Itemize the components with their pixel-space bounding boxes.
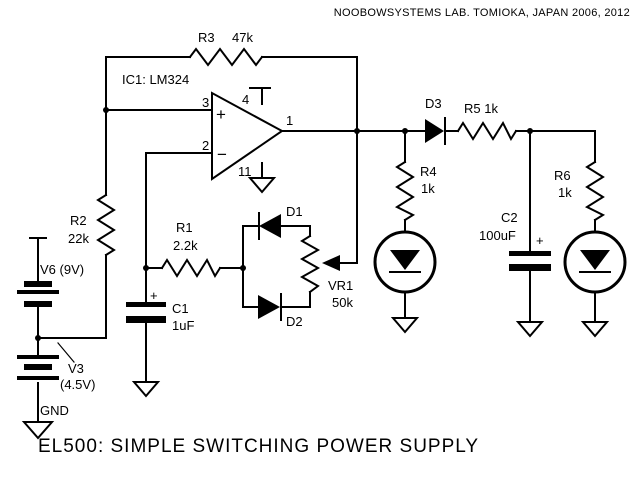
c1-polarity: + [150, 288, 158, 303]
ground-icon-c2 [515, 321, 545, 338]
c2-polarity: + [536, 233, 544, 248]
potentiometer-vr1: VR1 50k [299, 234, 358, 310]
r5-ref: R5 1k [464, 101, 498, 116]
opamp-ic1: IC1: LM324 3 2 4 11 1 + − [122, 72, 293, 181]
ground-icon-main [21, 421, 55, 440]
c2-value: 100uF [479, 228, 516, 243]
led-right [563, 230, 627, 294]
opamp-pin3: 3 [202, 95, 209, 110]
opamp-pin4: 4 [242, 92, 249, 107]
opamp-minus-sign: − [217, 145, 227, 164]
resistor-r4: R4 1k [394, 160, 437, 222]
credit-text: NOOBOWSYSTEMS LAB. TOMIOKA, JAPAN 2006, … [334, 7, 630, 19]
diode-d1: D1 [258, 204, 303, 240]
d2-ref: D2 [286, 314, 303, 329]
d1-ref: D1 [286, 204, 303, 219]
diagram-title: EL500: SIMPLE SWITCHING POWER SUPPLY [38, 436, 479, 457]
opamp-pin1: 1 [286, 113, 293, 128]
resistor-r3: R3 47k [188, 30, 264, 67]
vr1-value: 50k [332, 295, 353, 310]
battery-v3: V3 (4.5V) [17, 342, 95, 392]
opamp-label: IC1: LM324 [122, 72, 189, 87]
wires [37, 56, 596, 423]
ground-icon-led-left [390, 317, 420, 334]
resistor-r6: R6 1k [554, 160, 606, 222]
opamp-pin11: 11 [238, 164, 252, 179]
v3-ref: V3 [68, 361, 84, 376]
r4-value: 1k [421, 181, 435, 196]
r6-value: 1k [558, 185, 572, 200]
r4-ref: R4 [420, 164, 437, 179]
v3-value: (4.5V) [60, 377, 95, 392]
resistor-r1: R1 2.2k [160, 220, 222, 279]
ground-icon-c1 [131, 381, 161, 398]
v6-ref: V6 (9V) [40, 262, 84, 277]
d3-ref: D3 [425, 96, 442, 111]
r2-value: 22k [68, 231, 89, 246]
led-left [373, 230, 437, 294]
diode-d2: D2 [258, 293, 303, 329]
ground-icon-led-right [580, 321, 610, 338]
opamp-plus-sign: + [216, 105, 226, 124]
r6-ref: R6 [554, 168, 571, 183]
vr1-ref: VR1 [328, 278, 353, 293]
r1-ref: R1 [176, 220, 193, 235]
c2-ref: C2 [501, 210, 518, 225]
gnd-label: GND [40, 403, 69, 418]
resistor-r5: R5 1k [456, 101, 518, 142]
junction-dots [35, 107, 533, 341]
diode-d3: D3 [425, 96, 446, 145]
c1-ref: C1 [172, 301, 189, 316]
resistor-r2: R2 22k [68, 193, 116, 257]
r3-value: 47k [232, 30, 253, 45]
r2-ref: R2 [70, 213, 87, 228]
c1-value: 1uF [172, 318, 194, 333]
capacitor-c1: + C1 1uF [126, 288, 194, 333]
ground-icon-opamp [247, 177, 277, 194]
opamp-pin2: 2 [202, 138, 209, 153]
battery-v6: V6 (9V) [17, 262, 84, 307]
ground-symbols [21, 177, 610, 440]
r3-ref: R3 [198, 30, 215, 45]
r1-value: 2.2k [173, 238, 198, 253]
capacitor-c2: + C2 100uF [479, 210, 551, 271]
